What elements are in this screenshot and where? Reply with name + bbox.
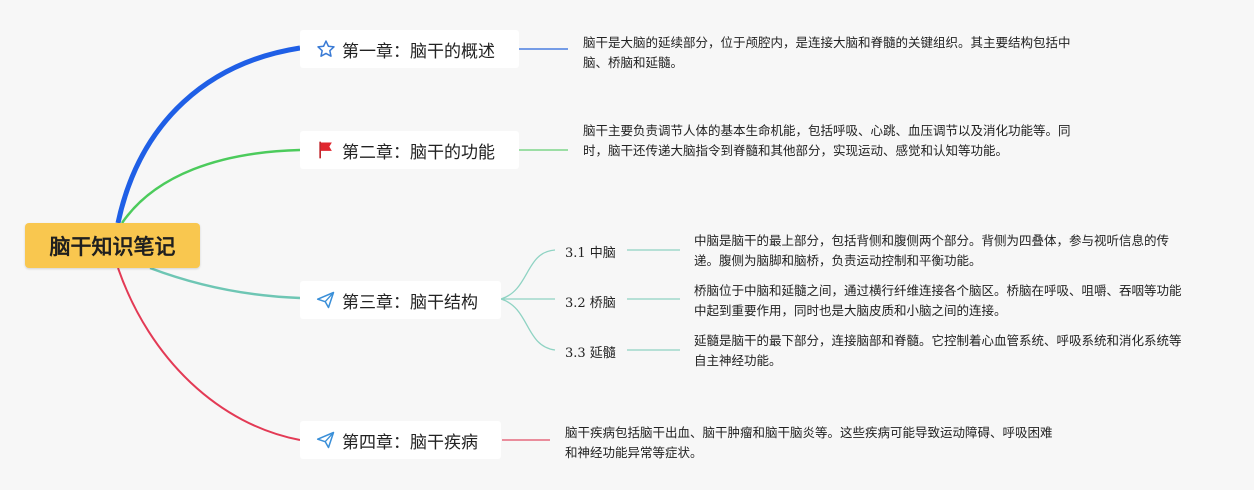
chapter-1-title: 第一章：脑干的概述 <box>342 41 495 62</box>
sub-topic-3-2-description: 桥脑位于中脑和延髓之间，通过横行纤维连接各个脑区。桥脑在呼吸、咀嚼、吞咽等功能中… <box>694 283 1182 318</box>
chapter-4-node[interactable]: 第四章：脑干疾病 <box>300 421 501 459</box>
sub-topic-3-3-description: 延髓是脑干的最下部分，连接脑部和脊髓。它控制着心血管系统、呼吸系统和消化系统等自… <box>694 333 1182 368</box>
link-root-chapter-4 <box>117 267 301 441</box>
link-root-chapter-1 <box>115 45 301 224</box>
sub-topic-3-3[interactable]: 3.3 延髓 <box>565 346 616 361</box>
link-root-chapter-2 <box>120 148 301 224</box>
flag-icon <box>316 140 336 160</box>
chapter-2-description: 脑干主要负责调节人体的基本生命机能，包括呼吸、心跳、血压调节以及消化功能等。同时… <box>583 123 1071 158</box>
root-topic[interactable]: 脑干知识笔记 <box>25 223 200 268</box>
paper-plane-icon <box>316 290 336 310</box>
sub-topic-3-1[interactable]: 3.1 中脑 <box>565 246 616 261</box>
chapter-4-title: 第四章：脑干疾病 <box>342 432 478 453</box>
chapter-2-node[interactable]: 第二章：脑干的功能 <box>300 131 519 169</box>
star-icon <box>316 39 336 59</box>
sub-topic-3-2[interactable]: 3.2 桥脑 <box>565 296 616 311</box>
link-chapter-3-sub-1 <box>500 249 556 300</box>
chapter-1-description: 脑干是大脑的延续部分，位于颅腔内，是连接大脑和脊髓的关键组织。其主要结构包括中脑… <box>583 35 1071 70</box>
paper-plane-icon <box>316 430 336 450</box>
link-chapter-3-sub-3 <box>500 298 556 351</box>
chapter-2-title: 第二章：脑干的功能 <box>342 142 495 163</box>
link-root-chapter-3 <box>149 266 301 300</box>
chapter-1-node[interactable]: 第一章：脑干的概述 <box>300 30 519 68</box>
chapter-4-description: 脑干疾病包括脑干出血、脑干肿瘤和脑干脑炎等。这些疾病可能导致运动障碍、呼吸困难和… <box>565 425 1053 460</box>
chapter-3-node[interactable]: 第三章：脑干结构 <box>300 281 501 319</box>
sub-topic-3-1-description: 中脑是脑干的最上部分，包括背侧和腹侧两个部分。背侧为四叠体，参与视听信息的传递。… <box>694 233 1170 268</box>
chapter-3-title: 第三章：脑干结构 <box>342 292 478 313</box>
